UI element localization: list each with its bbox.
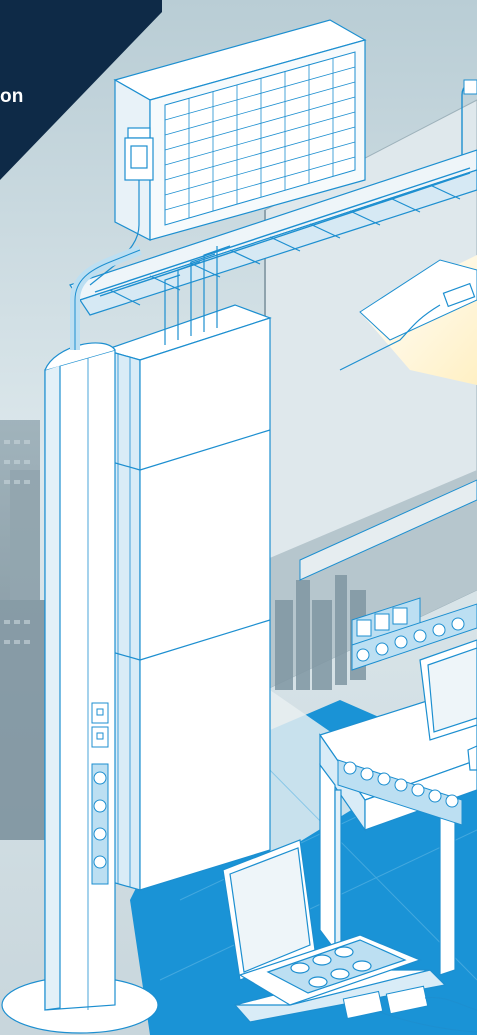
banner-text: on xyxy=(0,86,24,107)
title-banner xyxy=(0,0,162,180)
desk-outlet-strip xyxy=(337,759,463,826)
ceiling-light-panel xyxy=(339,255,477,385)
vertical-duct xyxy=(103,245,272,891)
cable-junction xyxy=(463,79,477,95)
wall-outlet-strip xyxy=(351,597,477,671)
floor-box-laptop xyxy=(222,839,447,1023)
city-buildings-left xyxy=(0,420,48,840)
display-grid-panel xyxy=(113,19,367,241)
window-wall xyxy=(264,99,477,700)
left-column-data-ports xyxy=(91,702,109,748)
floor-plugs xyxy=(342,985,477,1033)
monitor xyxy=(419,639,477,771)
left-column-power-sockets xyxy=(91,763,109,885)
